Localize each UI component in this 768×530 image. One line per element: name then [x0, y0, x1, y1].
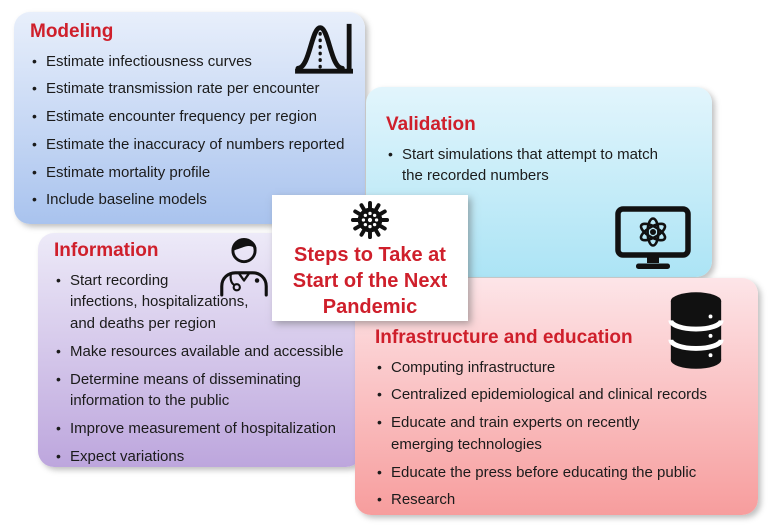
bullet-text: Estimate mortality profile [46, 163, 211, 181]
list-item: • Estimate mortality profile [30, 162, 357, 184]
list-item: • Estimate encounter frequency per region [30, 106, 357, 128]
doctor-icon [215, 235, 273, 297]
bullet-text: Improve measurement of hospitalization [70, 420, 336, 438]
modeling-title: Modeling [30, 21, 114, 42]
bullet-text: Research [391, 491, 456, 509]
bullet-dot: • [32, 80, 37, 97]
list-item: • Estimate transmission rate per encounte… [30, 78, 357, 100]
bullet-text: Educate the press before educating the p… [391, 463, 697, 481]
monitor-atom-icon [614, 205, 692, 273]
distribution-curve-icon [293, 20, 357, 76]
bullet-text: Estimate transmission rate per encounter [46, 80, 320, 98]
bullet-text: Centralized epidemiological and clinical… [391, 386, 707, 404]
bullet-text: Include baseline models [46, 191, 207, 209]
list-item: • Centralized epidemiological and clinica… [375, 384, 750, 406]
bullet-dot: • [32, 135, 37, 152]
bullet-dot: • [32, 108, 37, 125]
bullet-dot: • [56, 420, 61, 437]
bullet-dot: • [388, 145, 393, 162]
card-modeling: Modeling • Estimate infectiousness curves… [14, 12, 365, 224]
bullet-text: Estimate encounter frequency per region [46, 108, 317, 126]
list-item: • Determine means of disseminating inform… [54, 369, 356, 413]
center-card: Steps to Take at Start of the Next Pande… [272, 195, 468, 321]
validation-title: Validation [386, 114, 476, 135]
bullet-dot: • [32, 52, 37, 69]
bullet-dot: • [377, 386, 382, 403]
information-title: Information [54, 240, 159, 261]
bullet-dot: • [377, 491, 382, 508]
bullet-dot: • [377, 463, 382, 480]
bullet-text: Start simulations that attempt to match … [402, 145, 658, 185]
list-item: • Improve measurement of hospitalization [54, 418, 356, 440]
bullet-dot: • [56, 342, 61, 359]
bullet-text: Estimate the inaccuracy of numbers repor… [46, 135, 345, 153]
list-item: • Estimate infectiousness curves [30, 51, 357, 73]
bullet-text: Determine means of disseminating informa… [70, 370, 301, 410]
virus-icon [349, 199, 391, 241]
bullet-dot: • [32, 191, 37, 208]
bullet-text: Make resources available and accessible [70, 342, 344, 360]
bullet-dot: • [56, 447, 61, 464]
database-icon [666, 290, 726, 372]
bullet-text: Expect variations [70, 447, 185, 465]
list-item: • Computing infrastructure [375, 357, 750, 379]
list-item: • Expect variations [54, 446, 356, 468]
bullet-text: Start recording infections, hospitalizat… [70, 271, 249, 333]
bullet-dot: • [377, 414, 382, 431]
bullet-dot: • [377, 358, 382, 375]
center-title: Steps to Take at Start of the Next Pande… [292, 244, 448, 318]
bullet-dot: • [56, 271, 61, 288]
list-item: • Start recording infections, hospitaliza… [54, 270, 356, 335]
bullet-text: Estimate infectiousness curves [46, 52, 252, 70]
list-item: • Educate the press before educating the … [375, 462, 750, 484]
list-item: • Make resources available and accessible [54, 341, 356, 363]
list-item: • Educate and train experts on recently e… [375, 412, 750, 456]
infrastructure-title: Infrastructure and education [375, 327, 633, 348]
list-item: • Research [375, 489, 750, 511]
bullet-text: Computing infrastructure [391, 358, 556, 376]
bullet-dot: • [32, 163, 37, 180]
list-item: • Start simulations that attempt to match… [386, 144, 704, 188]
list-item: • Include baseline models [30, 189, 357, 211]
bullet-text: Educate and train experts on recently em… [391, 414, 640, 453]
list-item: • Estimate the inaccuracy of numbers repo… [30, 134, 357, 156]
bullet-dot: • [56, 370, 61, 387]
